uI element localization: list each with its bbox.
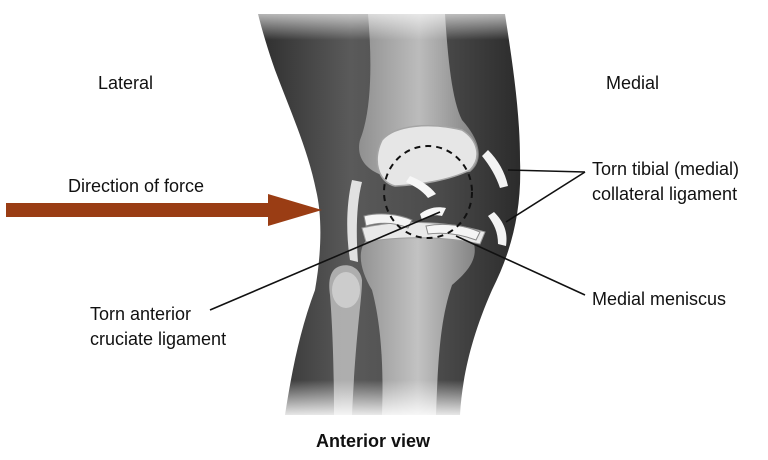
injury-zone-dashed-circle — [383, 145, 473, 239]
torn-acl-label-line2: cruciate ligament — [90, 329, 227, 349]
medial-label: Medial — [606, 73, 660, 93]
torn-acl-upper — [406, 176, 436, 198]
medial-meniscus-shape — [425, 223, 481, 241]
torn-acl-label-line1: Torn anterior — [90, 304, 192, 324]
view-caption: Anterior view — [316, 431, 431, 451]
lateral-label: Lateral — [98, 73, 154, 93]
leader-mcl-lower — [505, 171, 586, 223]
torn-acl-lower — [420, 207, 446, 220]
leader-acl — [209, 211, 441, 311]
leader-medial-meniscus — [455, 235, 586, 296]
force-arrow — [6, 194, 322, 226]
medial-meniscus-label: Medial meniscus — [592, 289, 727, 309]
torn-mcl-upper — [482, 150, 508, 188]
torn-tibial-label-line1: Torn tibial (medial) — [592, 159, 740, 179]
leader-mcl-upper — [507, 169, 586, 173]
direction-of-force-label: Direction of force — [68, 176, 205, 196]
tibia-bone — [360, 229, 475, 415]
torn-tibial-label-line2: collateral ligament — [592, 184, 738, 204]
torn-mcl-lower — [488, 212, 507, 246]
fibula-head — [332, 272, 360, 308]
lateral-meniscus — [363, 213, 413, 229]
lateral-collateral-ligament — [347, 180, 362, 262]
femoral-condyles — [376, 124, 478, 187]
